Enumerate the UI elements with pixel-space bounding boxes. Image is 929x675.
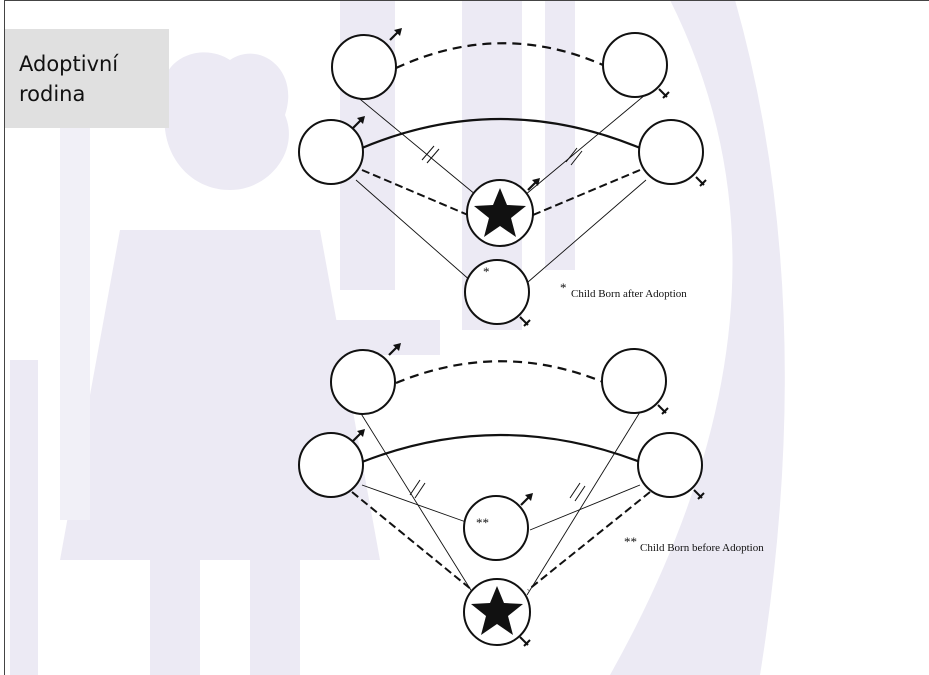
star-icon bbox=[471, 586, 523, 635]
top-grandparent-right bbox=[602, 32, 668, 98]
top-note: Child Born after Adoption bbox=[571, 288, 687, 300]
top-parent-right bbox=[638, 119, 704, 185]
top-line-pl-bio bbox=[355, 179, 473, 283]
bottom-parents-solid-arc bbox=[361, 433, 641, 464]
top-line-pr-bio bbox=[527, 179, 647, 283]
bottom-line-gp-right-child bbox=[526, 411, 641, 596]
bottom-line-pl-bio bbox=[361, 484, 467, 523]
top-note-marker: * bbox=[560, 280, 567, 295]
male-symbol-icon bbox=[351, 114, 367, 130]
bottom-grandparents-dashed-arc bbox=[395, 360, 604, 385]
top-bio-child bbox=[464, 259, 530, 325]
diagram-bottom: ** ** Child Born before Adoption bbox=[298, 341, 764, 647]
female-symbol-icon bbox=[658, 88, 670, 99]
top-grandparents-dashed-arc bbox=[395, 42, 604, 69]
bottom-line-pr-bio bbox=[529, 484, 641, 531]
top-line-pl-child-dashed bbox=[361, 169, 469, 216]
female-symbol-icon bbox=[519, 636, 531, 647]
double-slash-icon bbox=[565, 147, 583, 166]
watermark-post-mid bbox=[60, 120, 90, 520]
top-line-pr-child-dashed bbox=[532, 169, 641, 216]
female-symbol-icon bbox=[693, 489, 705, 500]
top-grandparent-left bbox=[331, 34, 397, 100]
top-line-gp-right-child bbox=[524, 94, 646, 196]
double-slash-icon bbox=[569, 482, 586, 502]
top-parent-left bbox=[298, 119, 364, 185]
bottom-parent-right bbox=[637, 432, 703, 498]
bottom-bio-child bbox=[463, 495, 529, 561]
male-symbol-icon bbox=[388, 26, 404, 42]
male-symbol-icon bbox=[351, 427, 367, 443]
female-symbol-icon bbox=[519, 316, 531, 327]
male-symbol-icon bbox=[519, 491, 535, 507]
watermark-bar-3 bbox=[545, 0, 575, 270]
double-slash-icon bbox=[409, 479, 426, 499]
bottom-note: Child Born before Adoption bbox=[640, 542, 764, 554]
watermark-girl-body bbox=[60, 230, 380, 560]
bottom-line-pl-child-dashed bbox=[351, 491, 473, 591]
frame-left-border bbox=[4, 0, 5, 675]
frame-top-border bbox=[4, 0, 929, 1]
bottom-grandparent-left bbox=[330, 349, 396, 415]
double-slash-icon bbox=[421, 145, 440, 164]
watermark-girl-head bbox=[162, 52, 289, 190]
bottom-line-pr-child-dashed bbox=[527, 491, 651, 591]
bottom-parent-left bbox=[298, 432, 364, 498]
top-line-gp-left-child bbox=[354, 94, 477, 196]
female-symbol-icon bbox=[657, 404, 669, 415]
bottom-bio-marker: ** bbox=[476, 515, 489, 530]
watermark-post-left bbox=[10, 360, 38, 675]
diagram-top: * * Child Born after Adoption bbox=[298, 26, 707, 327]
bottom-line-gp-left-child bbox=[359, 411, 475, 596]
watermark-leg-2 bbox=[250, 560, 300, 675]
male-symbol-icon bbox=[387, 341, 403, 357]
bottom-grandparent-right bbox=[601, 348, 667, 414]
watermark-arc bbox=[610, 0, 785, 675]
bottom-note-marker: ** bbox=[624, 534, 637, 549]
top-bio-marker: * bbox=[483, 264, 490, 279]
female-symbol-icon bbox=[695, 176, 707, 187]
watermark-leg-1 bbox=[150, 560, 200, 675]
male-symbol-icon bbox=[526, 176, 542, 192]
top-parents-solid-arc bbox=[361, 117, 641, 150]
star-icon bbox=[474, 188, 526, 237]
